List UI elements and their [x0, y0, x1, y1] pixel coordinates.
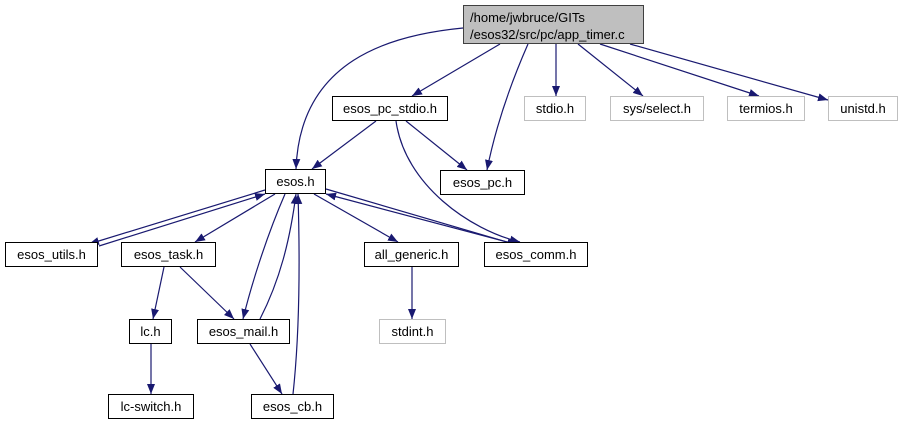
edge-esos-task-to-lc: [151, 266, 165, 320]
node-unistd: unistd.h: [828, 96, 898, 121]
node-esos-comm[interactable]: esos_comm.h: [484, 242, 588, 267]
edge-esos-task-to-esos-mail: [179, 266, 235, 320]
root-file-node: /home/jwbruce/GITs /esos32/src/pc/app_ti…: [463, 5, 644, 44]
node-lc-switch[interactable]: lc-switch.h: [108, 394, 194, 419]
edge-app-timer-to-esos-pc: [485, 43, 529, 171]
root-file-label-line-2: /esos32/src/pc/app_timer.c: [470, 27, 625, 42]
edge-app-timer-to-esos-pc-stdio: [411, 43, 501, 97]
node-label: esos_comm.h: [495, 247, 577, 262]
edge-esos-to-esos-task: [194, 193, 276, 243]
edge-app-timer-to-sys-select: [577, 43, 644, 97]
node-label: esos_utils.h: [17, 247, 86, 262]
node-label: all_generic.h: [374, 247, 449, 262]
node-label: esos_cb.h: [262, 399, 323, 414]
node-label: sys/select.h: [623, 101, 691, 116]
node-esos-cb[interactable]: esos_cb.h: [251, 394, 334, 419]
edge-esos-pc-stdio-to-esos-pc: [405, 120, 468, 171]
node-label: stdint.h: [391, 324, 434, 339]
root-file-label-line-1: /home/jwbruce/GITs: [470, 10, 585, 25]
edge-esos-comm-to-esos: [325, 192, 512, 244]
node-label: esos_pc_stdio.h: [343, 101, 437, 116]
node-esos-pc-stdio[interactable]: esos_pc_stdio.h: [332, 96, 448, 121]
edge-esos-to-esos-utils: [88, 189, 266, 245]
node-label: unistd.h: [840, 101, 886, 116]
node-lc[interactable]: lc.h: [129, 319, 172, 344]
edge-esos-utils-to-esos: [98, 193, 266, 247]
node-label: stdio.h: [535, 101, 575, 116]
node-stdint: stdint.h: [379, 319, 446, 344]
node-stdio: stdio.h: [524, 96, 586, 121]
node-label: esos_task.h: [133, 247, 204, 262]
edge-app-timer-to-esos: [292, 27, 464, 170]
node-esos-utils[interactable]: esos_utils.h: [5, 242, 98, 267]
node-label: esos_pc.h: [452, 175, 513, 190]
node-esos-pc[interactable]: esos_pc.h: [440, 170, 525, 195]
node-all-generic[interactable]: all_generic.h: [364, 242, 459, 267]
edge-esos-pc-stdio-to-esos-comm: [395, 120, 521, 244]
node-esos[interactable]: esos.h: [265, 169, 326, 194]
node-label: lc.h: [140, 324, 161, 339]
edge-app-timer-to-unistd: [629, 43, 829, 102]
node-label: termios.h: [739, 101, 793, 116]
node-esos-task[interactable]: esos_task.h: [121, 242, 216, 267]
edge-esos-to-all-generic: [313, 193, 399, 243]
edge-esos-pc-stdio-to-esos: [311, 120, 377, 170]
node-label: esos_mail.h: [208, 324, 279, 339]
edge-esos-to-esos-mail: [241, 193, 286, 320]
node-label: esos.h: [276, 174, 315, 189]
node-sys-select: sys/select.h: [610, 96, 704, 121]
edge-esos-mail-to-esos-cb: [249, 343, 283, 395]
edge-esos-cb-to-esos: [292, 193, 303, 395]
edge-esos-mail-to-esos: [259, 193, 299, 320]
node-label: lc-switch.h: [120, 399, 182, 414]
edge-app-timer-to-termios: [599, 43, 760, 97]
node-termios: termios.h: [727, 96, 805, 121]
node-esos-mail[interactable]: esos_mail.h: [197, 319, 290, 344]
